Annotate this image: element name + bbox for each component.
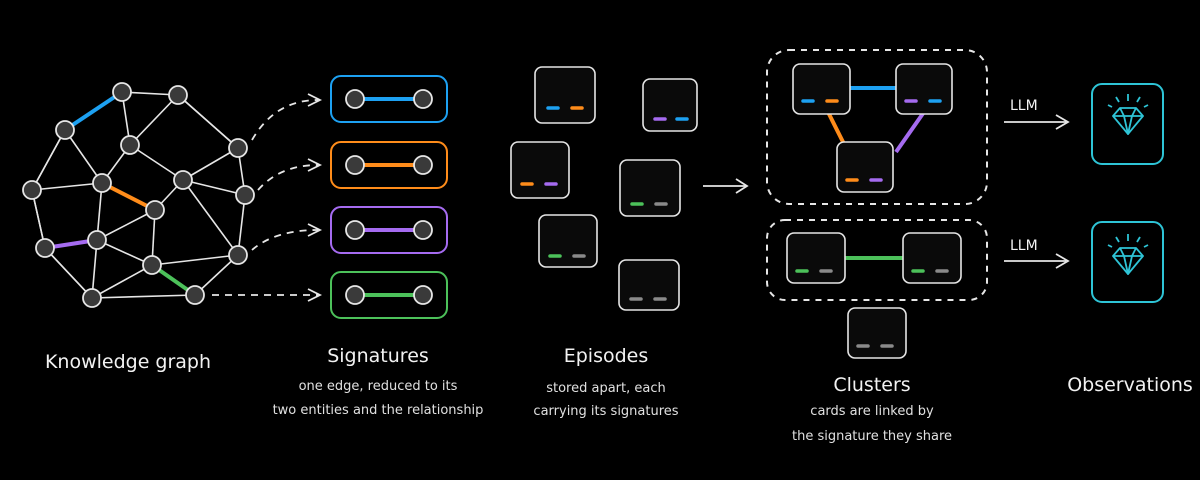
episode-card	[534, 66, 596, 124]
episode-card	[642, 78, 698, 132]
llm-arrow-top: LLM	[1004, 98, 1070, 130]
llm-label-bottom: LLM	[1010, 238, 1038, 254]
unclustered-card	[847, 307, 907, 359]
cluster-bottom	[766, 219, 988, 301]
graph-node	[112, 82, 132, 102]
graph-node	[185, 285, 205, 305]
signature-orange	[330, 141, 448, 189]
graph-node	[55, 120, 75, 140]
graph-edge-orange	[101, 181, 156, 212]
graph-node	[168, 85, 188, 105]
episodes-title: Episodes	[564, 345, 649, 367]
signatures-title: Signatures	[327, 345, 429, 367]
episode-cards	[510, 66, 698, 311]
signatures-subtitle-1: one edge, reduced to its	[299, 379, 458, 394]
graph-to-signature-arrows	[212, 93, 323, 302]
cluster-top	[766, 49, 988, 205]
episodes-to-clusters-arrow	[703, 178, 749, 194]
graph-node	[228, 138, 248, 158]
graph-node	[92, 173, 112, 193]
knowledge-graph-title: Knowledge graph	[45, 351, 211, 373]
observation-card-top	[1091, 83, 1164, 165]
graph-node	[82, 288, 102, 308]
diamond-icon	[1107, 94, 1149, 135]
graph-node	[173, 170, 193, 190]
episodes-subtitle-2: carrying its signatures	[533, 404, 678, 419]
clusters-subtitle-1: cards are linked by	[810, 404, 934, 419]
graph-edge-blue	[63, 90, 124, 132]
clusters-title: Clusters	[833, 374, 910, 396]
episode-card	[619, 159, 681, 217]
observation-card-bottom	[1091, 221, 1164, 303]
llm-label-top: LLM	[1010, 98, 1038, 114]
episode-card	[618, 259, 680, 311]
graph-node	[228, 245, 248, 265]
observations-title: Observations	[1067, 374, 1193, 396]
episode-card	[510, 141, 570, 199]
episode-card	[538, 214, 598, 268]
signatures-subtitle-2: two entities and the relationship	[273, 403, 484, 418]
graph-node	[87, 230, 107, 250]
diamond-icon	[1107, 234, 1149, 275]
graph-nodes	[22, 82, 255, 308]
clusters-subtitle-2: the signature they share	[792, 429, 952, 444]
graph-node	[35, 238, 55, 258]
graph-node	[145, 200, 165, 220]
graph-node	[22, 180, 42, 200]
signature-purple	[330, 206, 448, 254]
episodes-subtitle-1: stored apart, each	[546, 381, 666, 396]
graph-node	[120, 135, 140, 155]
graph-node	[235, 185, 255, 205]
graph-node	[142, 255, 162, 275]
signature-green	[330, 271, 448, 319]
llm-arrow-bottom: LLM	[1004, 238, 1070, 269]
signature-blue	[330, 75, 448, 123]
